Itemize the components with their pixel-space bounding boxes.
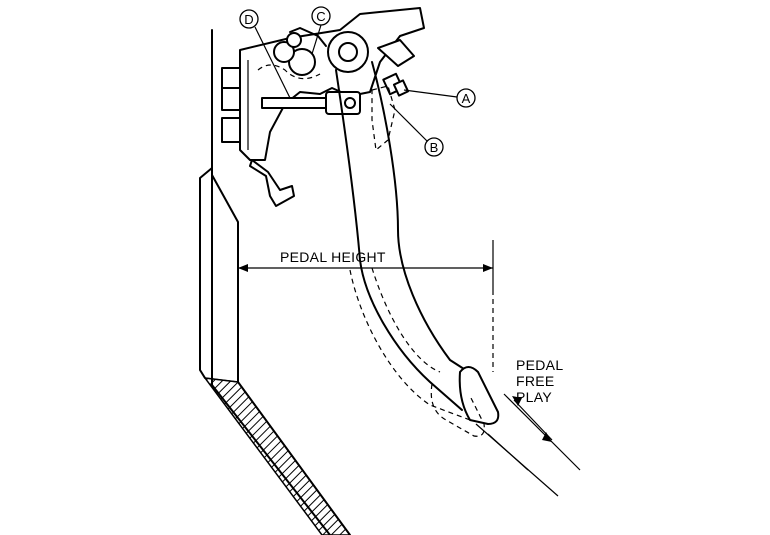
bracket-tab — [249, 159, 295, 207]
depressed-pedal-outline — [349, 267, 485, 437]
free-play-label-line-1: PEDAL — [516, 357, 563, 373]
callout-c-label: C — [316, 9, 325, 24]
pedal-stop-bolt — [377, 39, 415, 97]
master-cylinder-pushrod — [261, 91, 361, 115]
callout-b: B — [389, 103, 444, 157]
callout-a-label: A — [462, 91, 471, 106]
callout-c: C — [311, 6, 331, 55]
pedal-arm — [335, 61, 479, 411]
free-play-label-line-3: PLAY — [516, 389, 552, 405]
mounting-studs — [221, 67, 243, 143]
free-play-dimension — [475, 393, 581, 497]
pedal-height-dimension — [238, 240, 494, 372]
callout-a: A — [403, 88, 476, 108]
free-play-label-line-2: FREE — [516, 373, 555, 389]
clutch-switch — [371, 85, 396, 152]
callout-d: D — [239, 9, 291, 99]
pedal-pad — [458, 366, 500, 425]
callout-b-label: B — [430, 140, 439, 155]
free-play-label: PEDAL FREE PLAY — [516, 357, 563, 405]
pedal-height-label: PEDAL HEIGHT — [280, 249, 386, 265]
assist-spring-assembly — [257, 27, 327, 80]
callout-d-label: D — [244, 12, 253, 27]
pivot-shaft — [327, 31, 369, 73]
floor-hatching — [203, 377, 351, 535]
